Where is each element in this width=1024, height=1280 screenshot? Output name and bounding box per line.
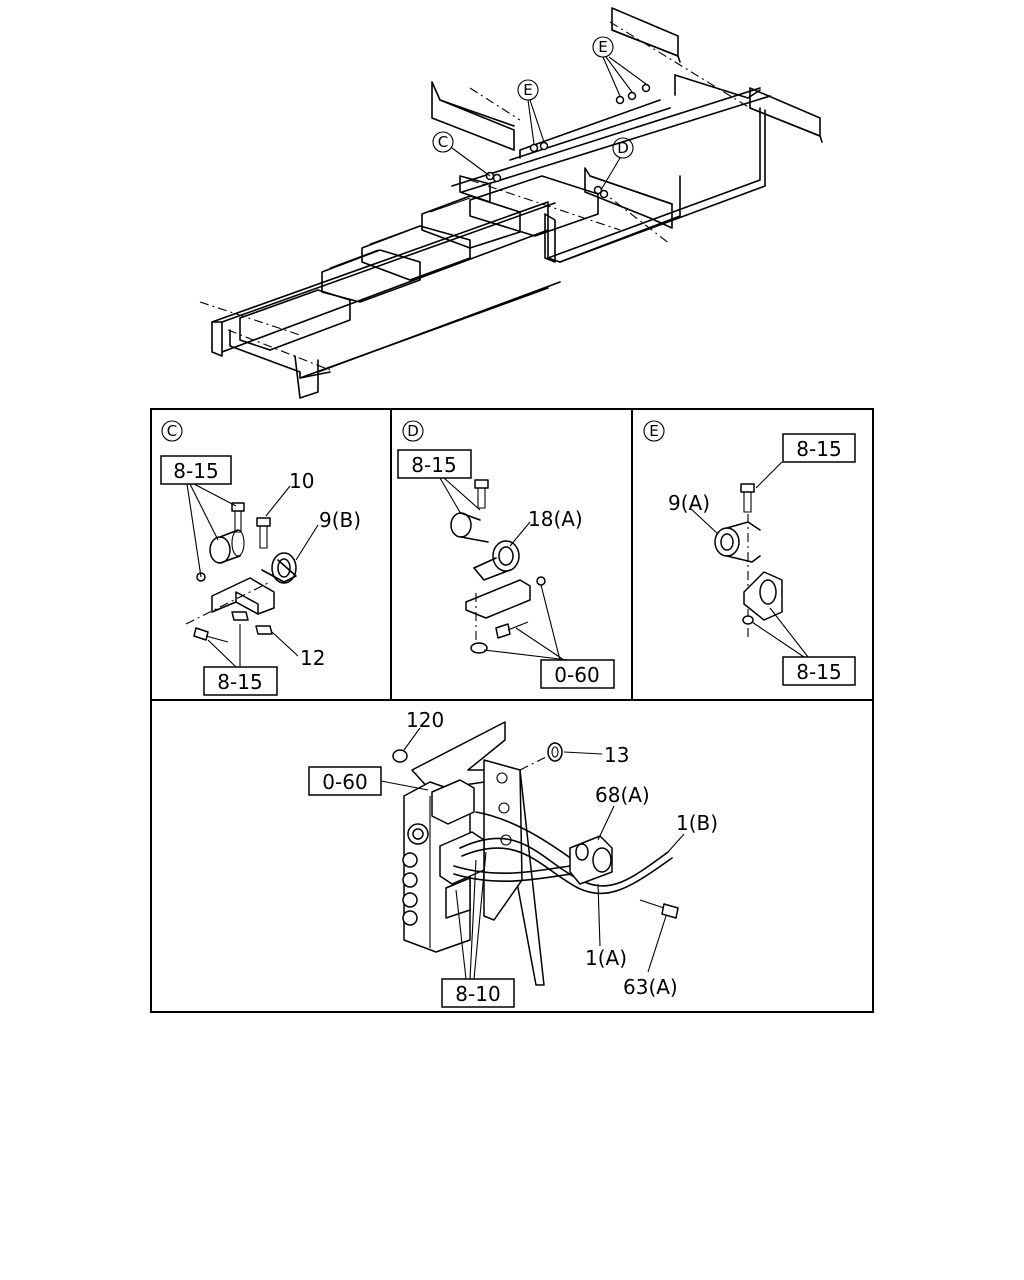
panel-c-marker: C xyxy=(167,422,177,440)
panel-d-ref-top-box xyxy=(397,449,472,479)
panel-c-part-12: 12 xyxy=(300,646,325,670)
panel-e-ref-top: 8-15 xyxy=(796,437,841,461)
callout-d: D xyxy=(617,139,629,157)
panel-d-ref-top: 8-15 xyxy=(411,453,456,477)
panel-c-part-9b: 9(B) xyxy=(319,508,361,532)
panel-d-ref-bottom: 0-60 xyxy=(554,663,599,687)
callout-c: C xyxy=(438,133,448,151)
main-part-63a: 63(A) xyxy=(623,975,678,999)
hose-clamp-icon-d xyxy=(450,512,472,538)
chassis-frame-overview: C D E E xyxy=(199,7,823,399)
panel-c: C 8-15 10 9(B) 12 8-15 xyxy=(160,420,361,696)
nut-icon-120 xyxy=(392,749,408,763)
panel-e-ref-top-box xyxy=(782,433,856,463)
callout-c-circle xyxy=(432,131,454,153)
grommet-icon xyxy=(547,742,563,762)
panel-c-ref-top-box xyxy=(160,455,232,485)
main-ref-0-60-box xyxy=(308,766,382,796)
panel-e-ref-bottom: 8-15 xyxy=(796,660,841,684)
panel-c-part-10: 10 xyxy=(289,469,314,493)
nut-icon xyxy=(255,625,273,635)
detail-frame xyxy=(150,408,874,1013)
bolt-icon-d xyxy=(474,479,489,489)
panel-e-marker: E xyxy=(649,422,658,440)
main-part-13: 13 xyxy=(604,743,629,767)
panel-c-ref-bottom-box xyxy=(203,666,278,696)
panel-d-part-18a: 18(A) xyxy=(528,507,583,531)
panel-main: 120 13 0-60 68(A) 1(B) 1(A) 63(A) 8-10 xyxy=(308,708,718,1008)
main-part-68a: 68(A) xyxy=(595,783,650,807)
panel-e-part-9a: 9(A) xyxy=(668,491,710,515)
panel-d-marker: D xyxy=(407,422,419,440)
panel-d: D 8-15 18(A) 0-60 xyxy=(397,420,615,689)
bolt-icon-63a xyxy=(661,903,679,919)
bolt-icon xyxy=(231,502,245,512)
panel-e-ref-bottom-box xyxy=(782,656,856,686)
main-part-1b: 1(B) xyxy=(676,811,718,835)
main-part-120: 120 xyxy=(406,708,444,732)
panel-e: E 8-15 9(A) 8-15 xyxy=(643,420,856,686)
panel-c-ref-bottom: 8-15 xyxy=(217,670,262,694)
callout-e-upper: E xyxy=(598,38,607,56)
main-ref-8-10-box xyxy=(441,978,515,1008)
bolt-icon-e xyxy=(740,483,755,493)
callout-d-circle xyxy=(612,137,634,159)
bracket-icon-d xyxy=(465,579,531,619)
main-part-1a: 1(A) xyxy=(585,946,627,970)
hose-clamp-icon xyxy=(209,536,231,564)
main-ref-0-60: 0-60 xyxy=(322,770,367,794)
bolt-icon-2 xyxy=(256,517,271,527)
panel-c-ref-top: 8-15 xyxy=(173,459,218,483)
main-ref-8-10: 8-10 xyxy=(455,982,500,1006)
panel-d-ref-bottom-box xyxy=(540,659,615,689)
callout-e-lower: E xyxy=(523,81,532,99)
